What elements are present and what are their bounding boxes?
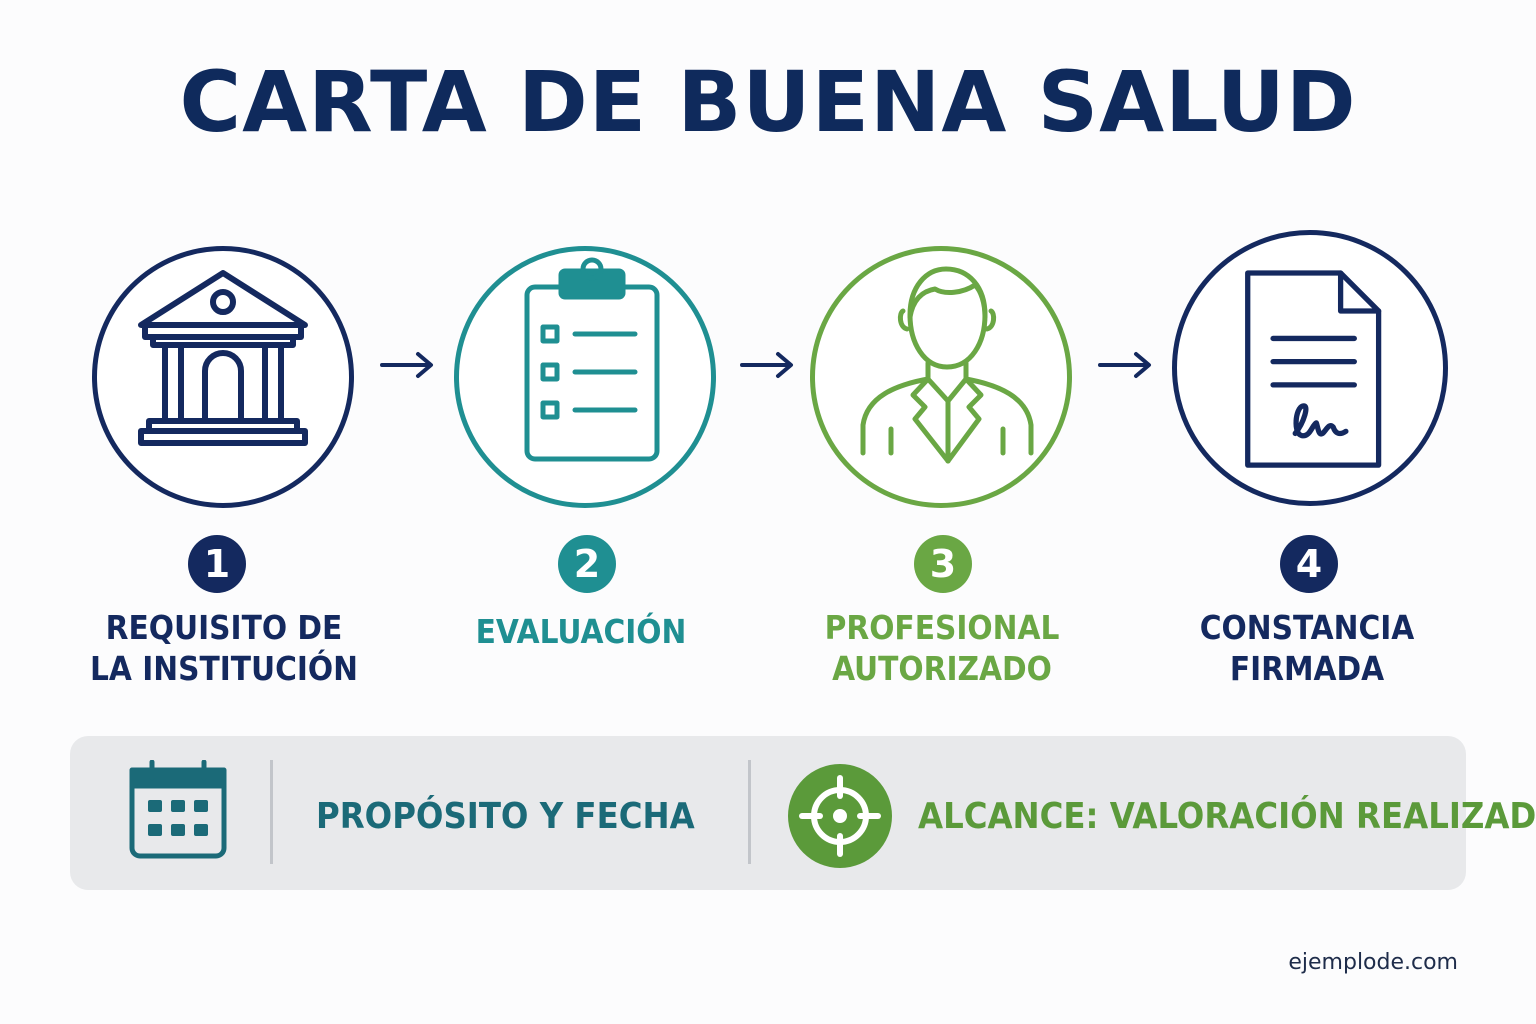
purpose-date-label: PROPÓSITO Y FECHA (316, 796, 695, 837)
step-3-label: PROFESIONAL AUTORIZADO (824, 608, 1060, 688)
signed-document-icon (1245, 270, 1382, 468)
step-4-label: CONSTANCIA FIRMADA (1199, 608, 1415, 688)
bar-divider (270, 760, 273, 864)
arrow-right-icon (740, 352, 793, 378)
footer-website[interactable]: ejemplode.com (1288, 950, 1458, 975)
arrow-right-icon (380, 352, 433, 378)
step-1-number-badge: 1 (188, 535, 246, 593)
institution-building-icon (138, 270, 308, 446)
step-4-circle (1172, 230, 1448, 506)
step-4-number-badge: 4 (1280, 535, 1338, 593)
step-2-circle (454, 246, 716, 508)
step-3-circle (810, 246, 1072, 508)
calendar-icon (129, 760, 227, 859)
scope-label: ALCANCE: VALORACIÓN REALIZADA (918, 796, 1536, 837)
step-2-number-badge: 2 (558, 535, 616, 593)
page-title: CARTA DE BUENA SALUD (179, 53, 1357, 151)
info-bar (70, 736, 1466, 890)
bar-divider (748, 760, 751, 864)
step-1-label: REQUISITO DE LA INSTITUCIÓN (89, 608, 359, 688)
arrow-right-icon (1098, 352, 1151, 378)
step-2-label: EVALUACIÓN (475, 612, 687, 651)
step-3-number-badge: 3 (914, 535, 972, 593)
target-icon (788, 764, 892, 868)
clipboard-checklist-icon (524, 257, 660, 462)
step-1-circle (92, 246, 354, 508)
professional-person-icon (860, 266, 1034, 464)
